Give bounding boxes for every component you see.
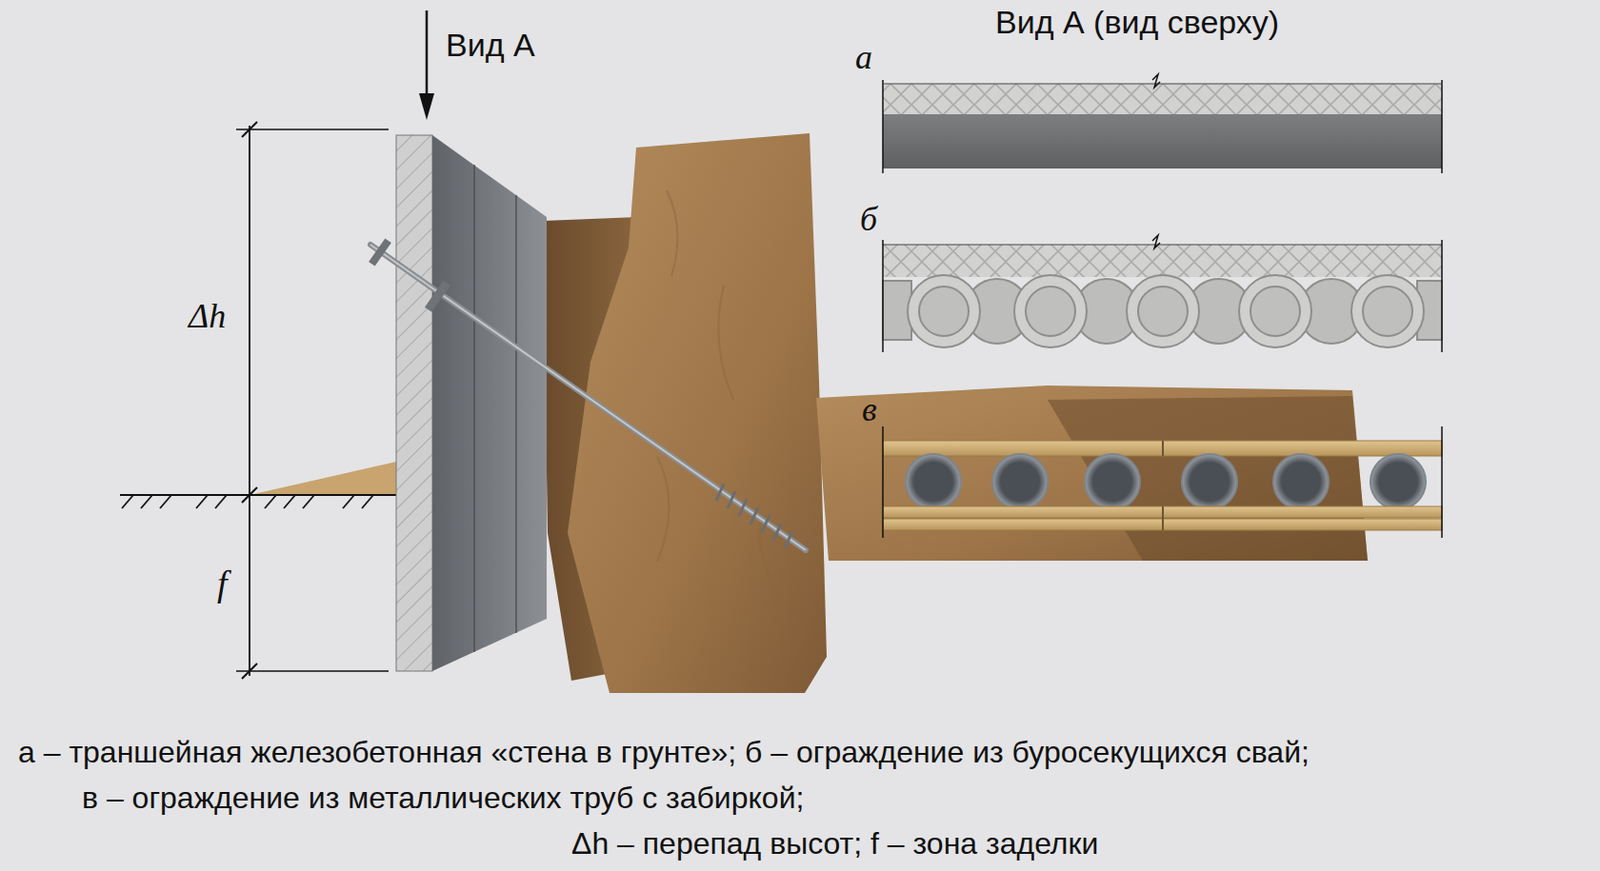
panel-letter: б: [860, 200, 878, 240]
panel-letter: а: [855, 38, 873, 78]
caption-line: а – траншейная железобетонная «стена в г…: [18, 735, 1310, 771]
view-title: Вид А (вид сверху): [995, 3, 1280, 41]
dimension-label: f: [217, 563, 228, 606]
caption-line: в – ограждение из металлических труб с з…: [81, 780, 804, 817]
view-label: Вид А: [445, 26, 536, 64]
panel-letter: в: [861, 390, 878, 430]
caption-line: Δh – перепад высот; f – зона заделки: [571, 826, 1099, 862]
dimension-label: Δh: [188, 297, 226, 337]
